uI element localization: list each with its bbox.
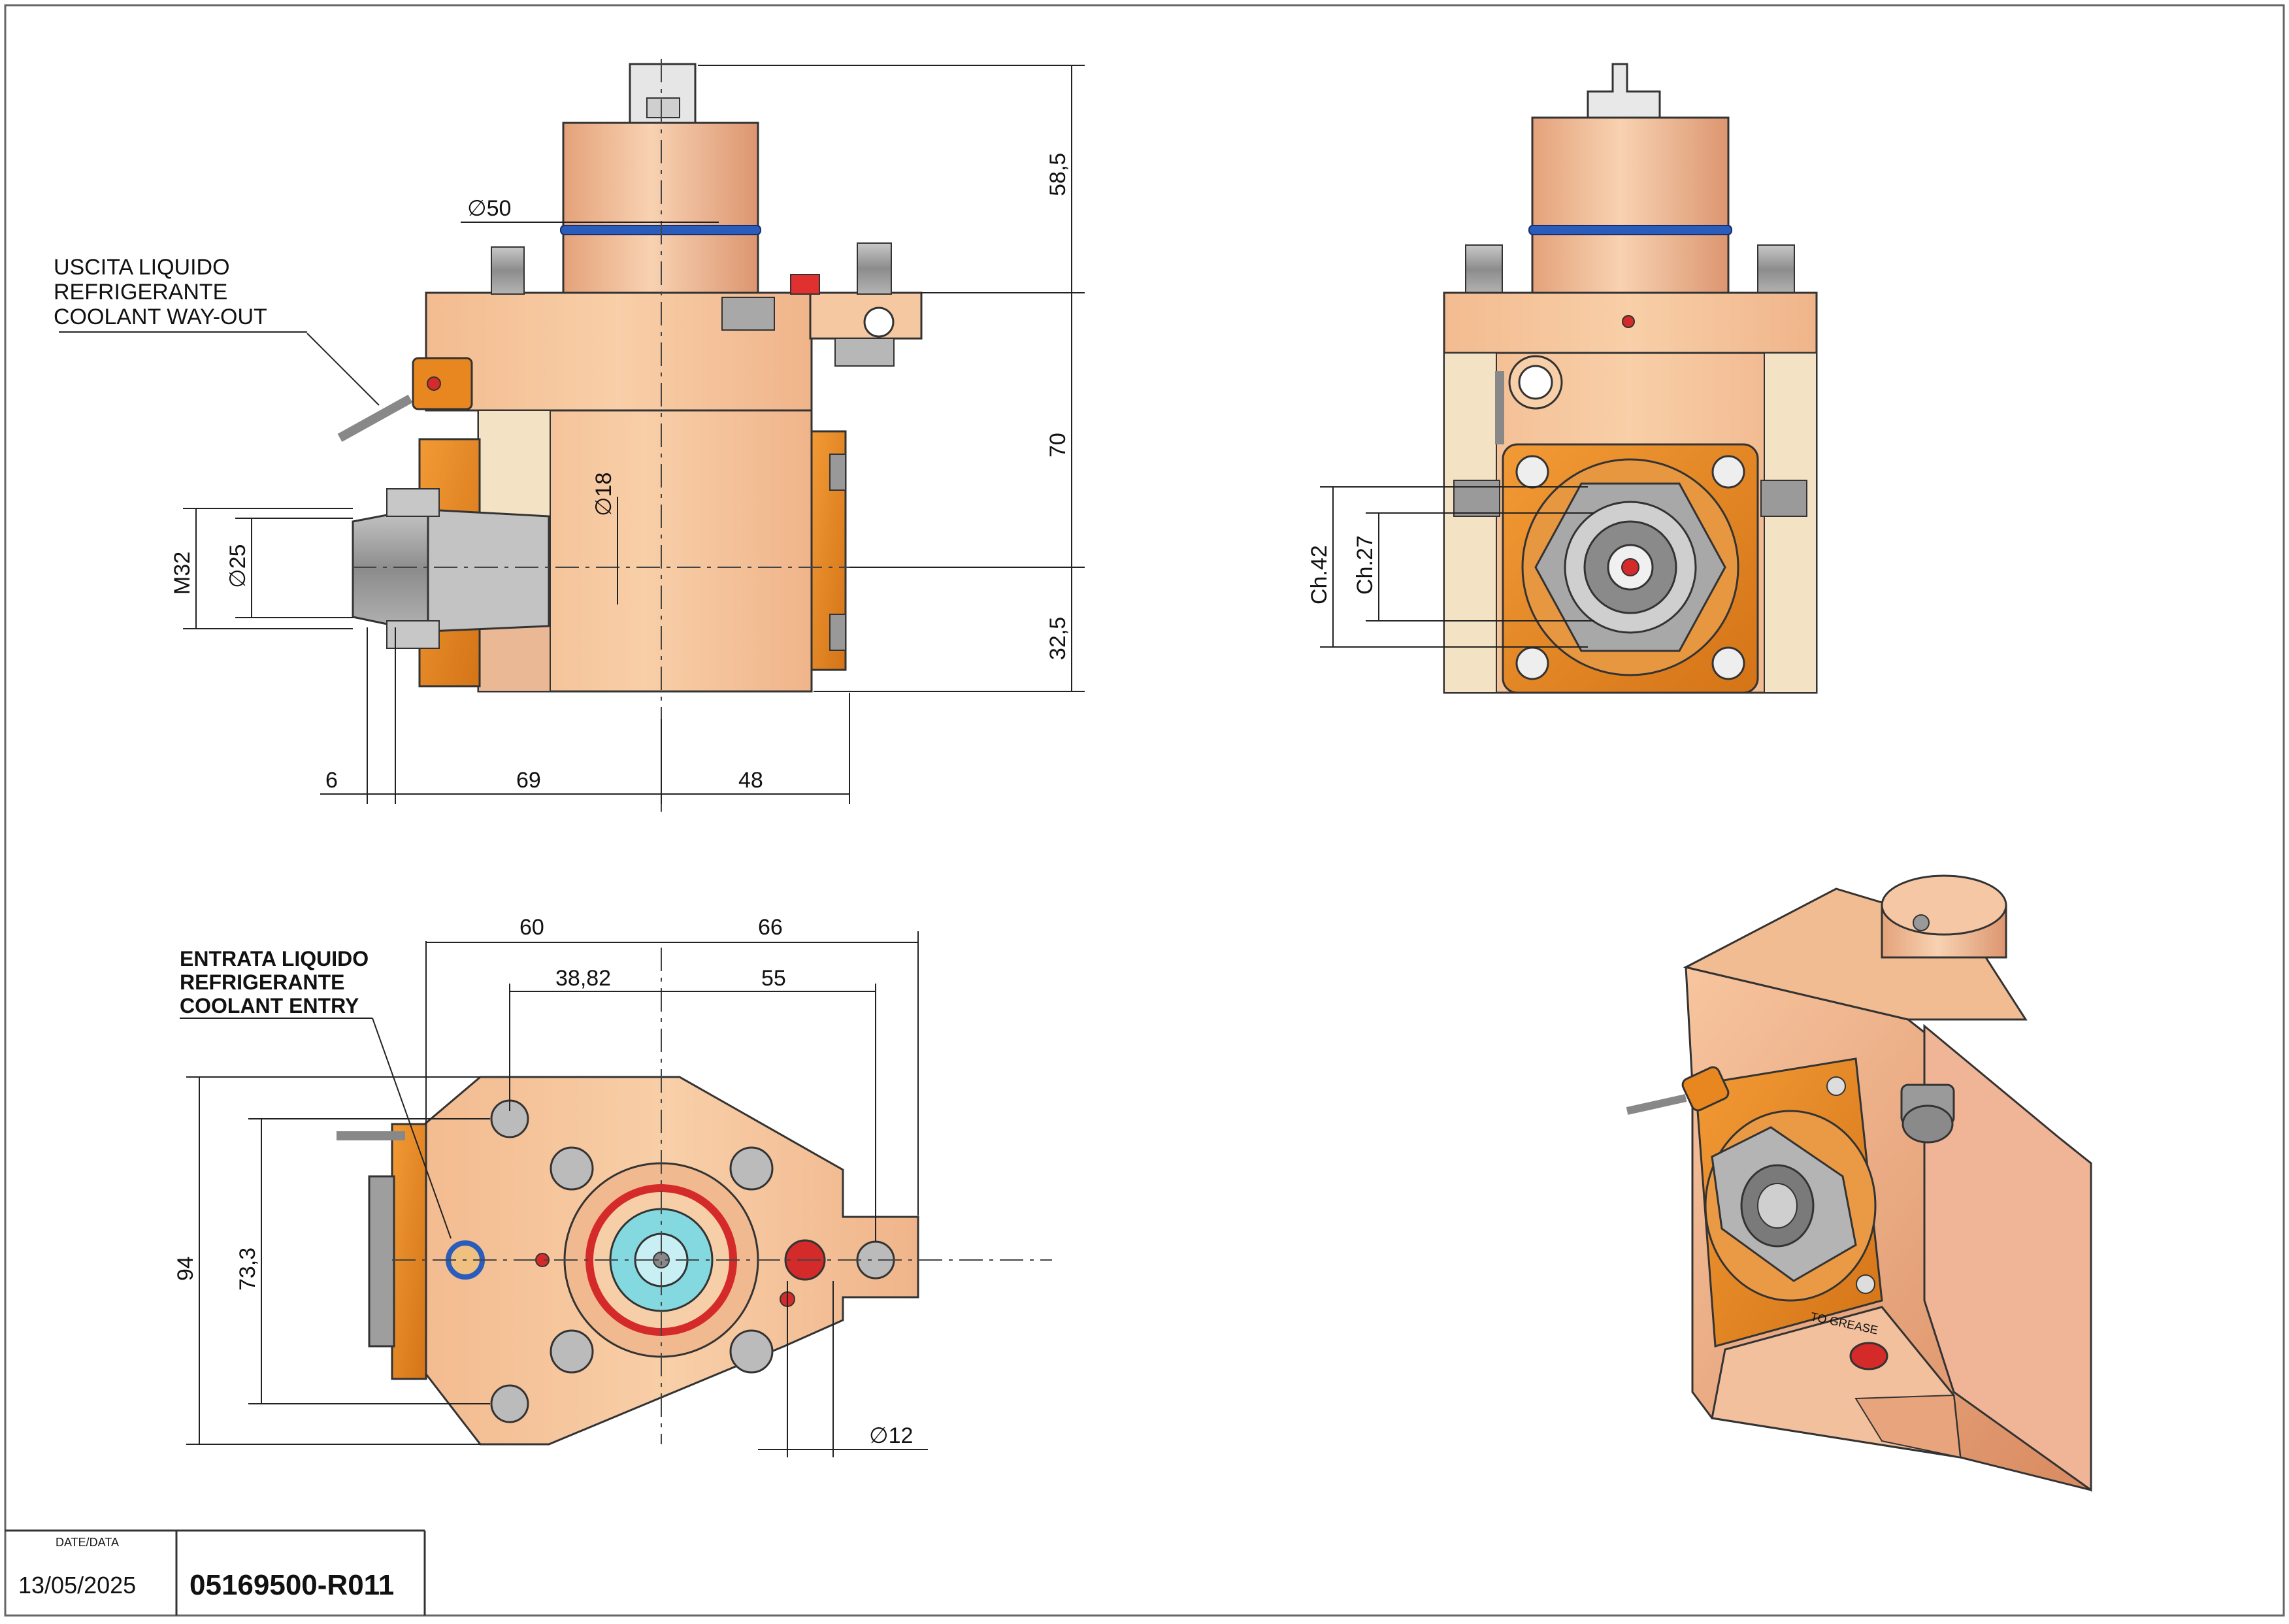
- dim-dia12: ∅12: [869, 1423, 913, 1448]
- dim-32-5: 32,5: [1046, 617, 1070, 660]
- title-block: [5, 1529, 426, 1616]
- label-coolant-out-3: COOLANT WAY-OUT: [54, 305, 267, 329]
- label-coolant-in-3: COOLANT ENTRY: [180, 994, 359, 1018]
- dim-58-5: 58,5: [1046, 153, 1070, 196]
- title-block-date: 13/05/2025: [18, 1572, 136, 1599]
- top-view-dimensions: [180, 931, 928, 1457]
- dim-70: 70: [1046, 433, 1070, 457]
- title-block-date-header: DATE/DATA: [56, 1536, 119, 1549]
- side-view-dimensions: [1320, 486, 1594, 648]
- dim-ch27: Ch.27: [1353, 535, 1377, 595]
- dim-38-82: 38,82: [555, 966, 611, 991]
- dim-dia25: ∅25: [225, 544, 250, 588]
- label-coolant-in-2: REFRIGERANTE: [180, 970, 344, 994]
- front-view: [337, 59, 1075, 817]
- dim-69: 69: [516, 768, 541, 793]
- dim-48: 48: [738, 768, 763, 793]
- dim-6: 6: [325, 768, 338, 793]
- title-block-code: 05169500-R011: [189, 1569, 394, 1601]
- dim-dia18: ∅18: [591, 472, 616, 516]
- top-view: [337, 948, 1052, 1446]
- dim-ch42: Ch.42: [1307, 545, 1332, 605]
- dim-60: 60: [519, 915, 544, 940]
- label-coolant-out-2: REFRIGERANTE: [54, 280, 227, 305]
- label-coolant-out-1: USCITA LIQUIDO: [54, 255, 230, 280]
- dim-55: 55: [761, 966, 786, 991]
- sheet-border: [4, 4, 2285, 1617]
- dim-73-3: 73,3: [235, 1248, 260, 1291]
- dim-94: 94: [173, 1256, 198, 1281]
- side-view: [1443, 63, 1818, 694]
- dim-66: 66: [758, 915, 783, 940]
- dim-m32: M32: [170, 552, 195, 595]
- isometric-view: [1626, 874, 2092, 1492]
- dim-dia50: ∅50: [467, 196, 511, 221]
- label-coolant-in-1: ENTRATA LIQUIDO: [180, 947, 369, 970]
- front-view-dimensions: [59, 65, 1085, 804]
